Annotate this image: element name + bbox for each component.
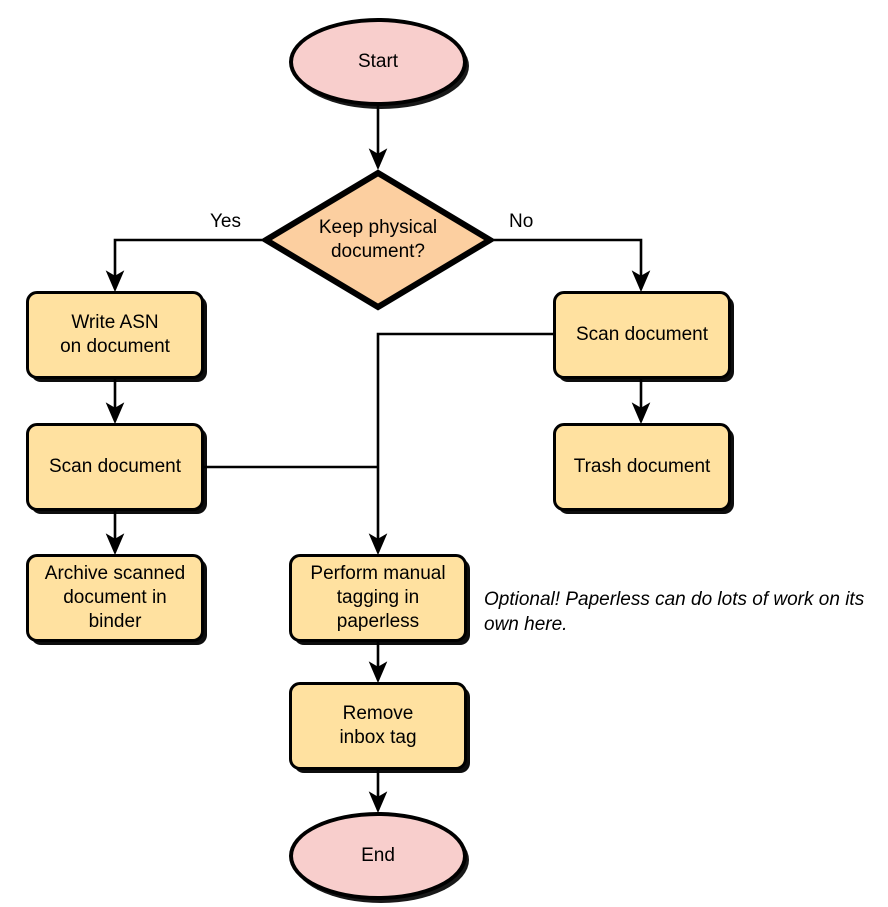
node-tagging-label: Perform manual tagging in paperless xyxy=(310,562,446,633)
node-trash-document[interactable]: Trash document xyxy=(553,423,731,511)
node-end-label: End xyxy=(361,844,395,866)
diamond-shape xyxy=(262,169,494,311)
node-write-asn-label: Write ASN on document xyxy=(60,311,170,357)
optional-note: Optional! Paperless can do lots of work … xyxy=(484,589,865,635)
node-decision-label: Keep physical document? xyxy=(318,216,438,262)
node-start[interactable]: Start xyxy=(289,18,467,106)
edge-label-yes: Yes xyxy=(210,211,241,232)
node-scan-document-left[interactable]: Scan document xyxy=(26,423,204,511)
edge-decision-to-scanr xyxy=(494,238,651,293)
node-end[interactable]: End xyxy=(289,812,467,900)
node-remove-inbox-tag-label: Remove inbox tag xyxy=(339,702,417,748)
node-scan-document-left-label: Scan document xyxy=(48,455,182,477)
node-trash-document-label: Trash document xyxy=(573,455,711,477)
node-write-asn[interactable]: Write ASN on document xyxy=(26,291,204,379)
edge-scanr-to-tagging xyxy=(368,332,553,556)
node-archive-label: Archive scanned document in binder xyxy=(44,562,186,633)
node-scan-document-right-label: Scan document xyxy=(575,323,709,345)
node-archive-scanned-document[interactable]: Archive scanned document in binder xyxy=(26,554,204,642)
node-remove-inbox-tag[interactable]: Remove inbox tag xyxy=(289,682,467,770)
edge-decision-to-write xyxy=(105,238,262,293)
node-perform-manual-tagging[interactable]: Perform manual tagging in paperless xyxy=(289,554,467,642)
node-scan-document-right[interactable]: Scan document xyxy=(553,291,731,379)
node-start-label: Start xyxy=(357,50,399,72)
edge-label-no: No xyxy=(509,211,534,232)
node-keep-physical-document[interactable]: Keep physical document? xyxy=(262,169,494,311)
